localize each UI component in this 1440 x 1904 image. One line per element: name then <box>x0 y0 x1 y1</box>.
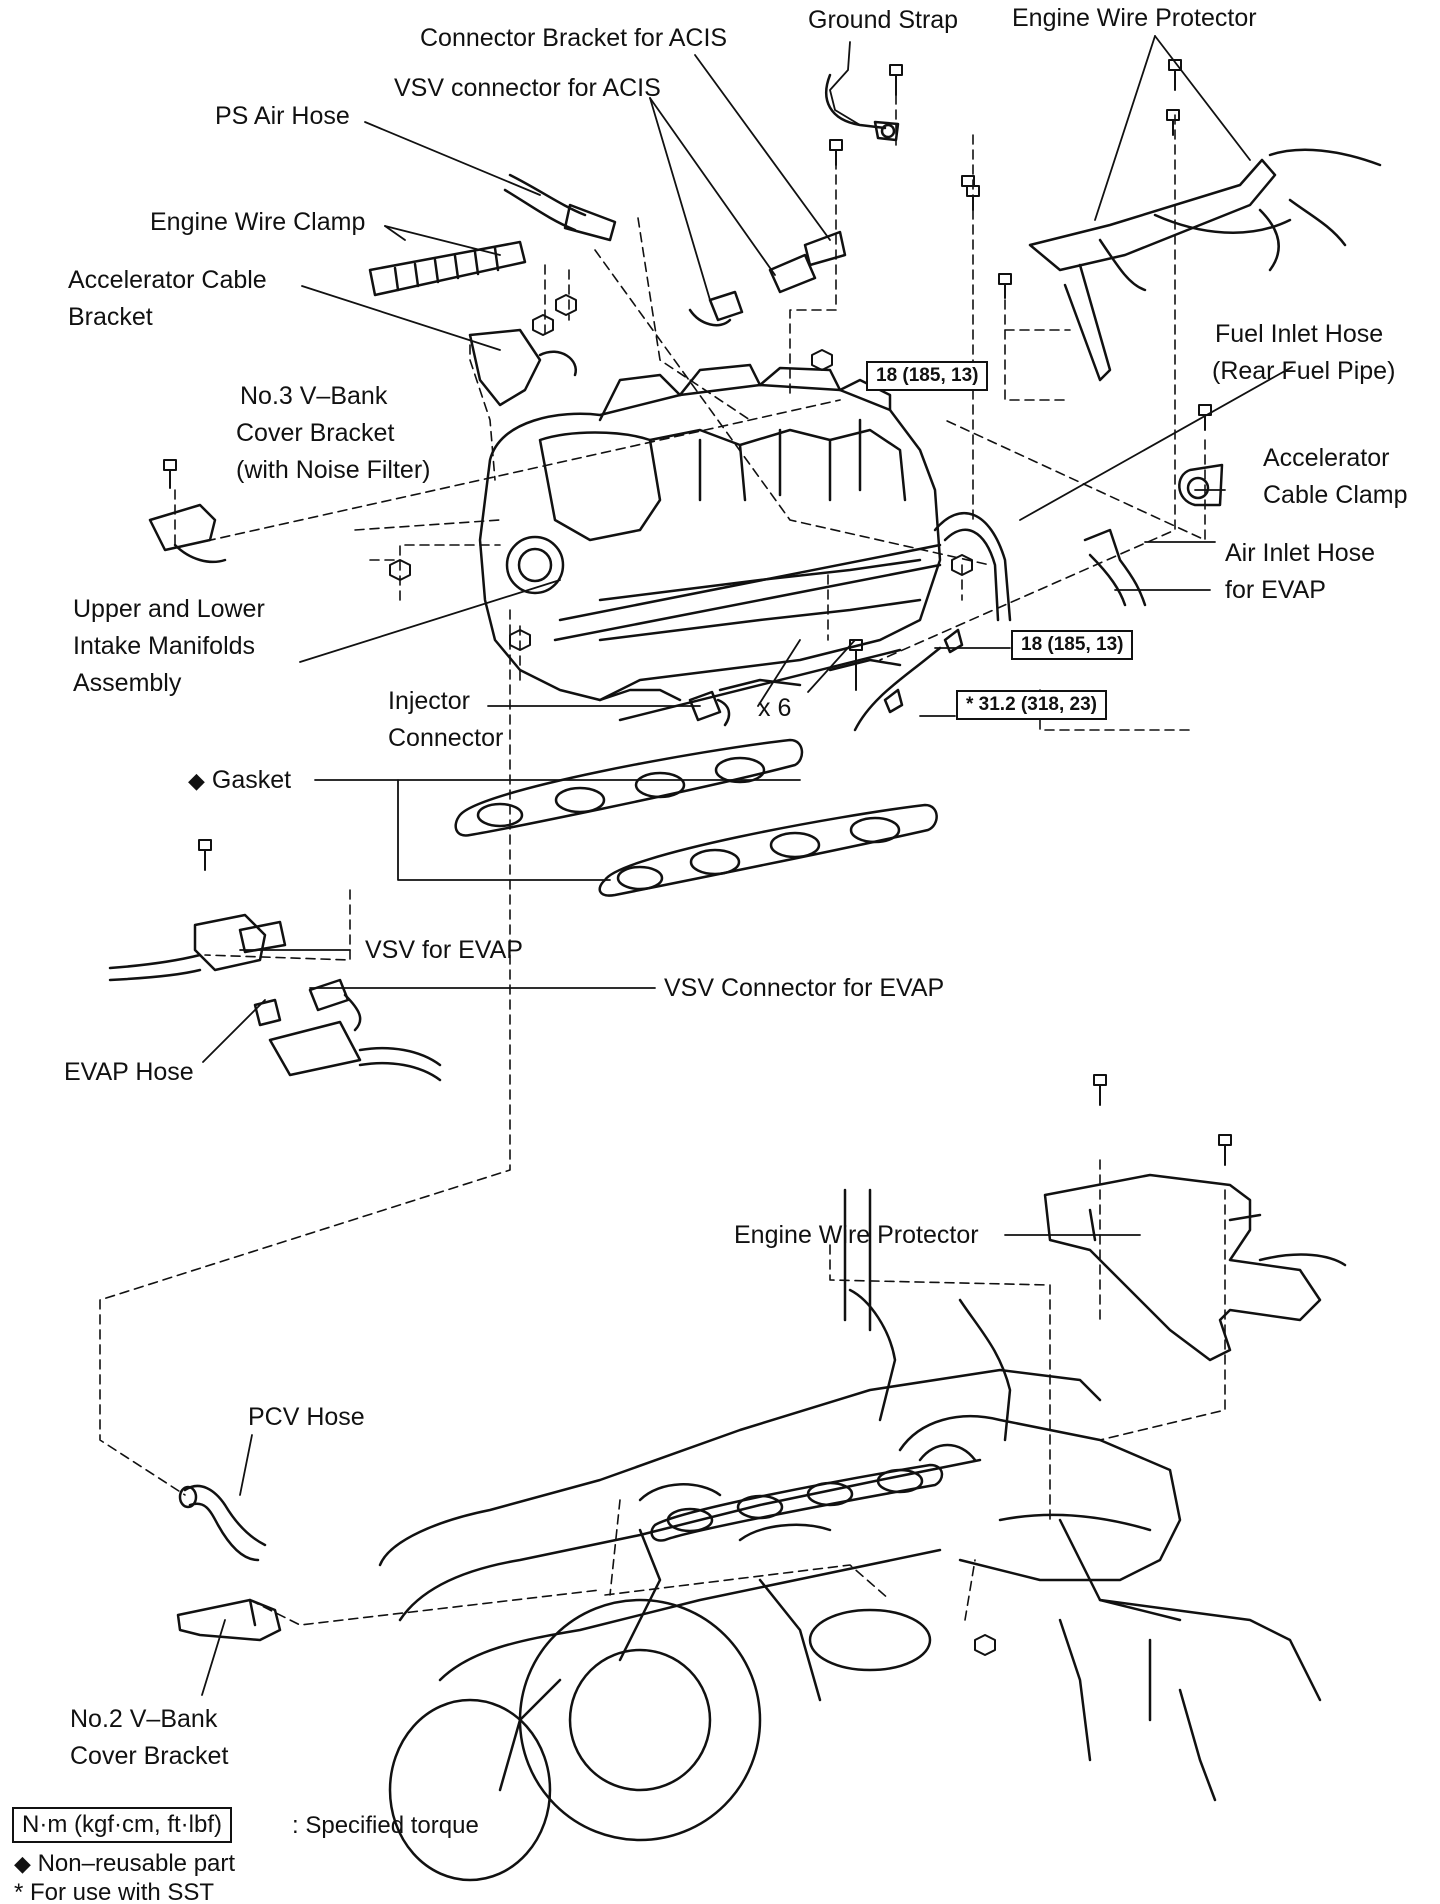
engine-wire-protector-top <box>1028 148 1382 382</box>
engine-wire-protector-bottom <box>1043 1173 1347 1362</box>
leader-lines <box>201 35 1293 1696</box>
injector-connector <box>688 690 731 727</box>
air-inlet-hose-evap-label-line2: for EVAP <box>1225 576 1326 604</box>
accelerator-cable-bracket-label-line2: Bracket <box>68 303 153 331</box>
fuel-inlet-hose-label-line1: Fuel Inlet Hose <box>1215 320 1384 348</box>
no3-vbank-label-line3: (with Noise Filter) <box>236 456 431 484</box>
torque-spec-3: * 31.2 (318, 23) <box>956 690 1107 720</box>
fuel-inlet-hose <box>933 512 1012 622</box>
torque-spec-1: 18 (185, 13) <box>866 361 989 391</box>
no3-vbank-label-line2: Cover Bracket <box>236 419 395 447</box>
ground-strap <box>825 73 900 142</box>
legend-non-reusable: ◆ Non–reusable part <box>14 1850 236 1877</box>
pcv-hose <box>178 1484 267 1562</box>
vsv-connector-acis-label: VSV connector for ACIS <box>394 74 661 102</box>
intake-manifolds-label-line2: Intake Manifolds <box>73 632 256 660</box>
connector-bracket-acis-label: Connector Bracket for ACIS <box>420 24 728 52</box>
vsv-connector-evap-label: VSV Connector for EVAP <box>664 974 945 1002</box>
no2-vbank-cover-bracket <box>176 1598 282 1642</box>
accelerator-cable-bracket <box>468 328 577 407</box>
air-inlet-hose-evap-label-line1: Air Inlet Hose <box>1225 539 1376 567</box>
non-reusable-diamond-icon: ◆ <box>188 768 205 793</box>
no2-vbank-label-line1: No.2 V–Bank <box>70 1705 218 1733</box>
engine-wire-clamp <box>368 240 527 297</box>
gasket-label: ◆ Gasket <box>188 766 292 794</box>
pcv-hose-label: PCV Hose <box>248 1403 365 1431</box>
block-gasket <box>650 1463 944 1542</box>
intake-manifolds-label-line1: Upper and Lower <box>73 595 265 623</box>
non-reusable-diamond-icon: ◆ <box>14 1851 31 1876</box>
bolt-count-label: x 6 <box>758 694 792 722</box>
vsv-evap-label: VSV for EVAP <box>365 936 523 964</box>
assembly-dashed-lines <box>99 94 1226 1626</box>
vsv-connector-acis <box>688 230 847 327</box>
engine-wire-protector-bottom-label: Engine Wire Protector <box>734 1221 979 1249</box>
accelerator-cable-clamp <box>1178 463 1224 507</box>
engine-block <box>378 1188 1322 1882</box>
nuts <box>389 294 996 1656</box>
engine-wire-protector-top-label: Engine Wire Protector <box>1012 4 1257 32</box>
accelerator-cable-bracket-label-line1: Accelerator Cable <box>68 266 267 294</box>
injector-connector-label-line2: Connector <box>388 724 504 752</box>
gaskets <box>454 738 938 897</box>
accelerator-cable-clamp-label-line1: Accelerator <box>1263 444 1390 472</box>
intake-manifolds-label-line3: Assembly <box>73 669 182 697</box>
evap-hose <box>253 998 442 1082</box>
vsv-evap <box>108 913 362 1032</box>
legend-unit-description: : Specified torque <box>292 1812 479 1839</box>
torque-spec-2: 18 (185, 13) <box>1011 630 1134 660</box>
legend-sst: * For use with SST <box>14 1879 215 1904</box>
engine-wire-clamp-label: Engine Wire Clamp <box>150 208 366 236</box>
accelerator-cable-clamp-label-line2: Cable Clamp <box>1263 481 1408 509</box>
ps-air-hose <box>503 173 617 242</box>
fuel-line <box>853 628 964 732</box>
injector-connector-label-line1: Injector <box>388 687 470 715</box>
bolts-top <box>163 59 1232 1166</box>
evap-hose-label: EVAP Hose <box>64 1058 194 1086</box>
no2-vbank-label-line2: Cover Bracket <box>70 1742 229 1770</box>
air-inlet-hose-evap <box>1083 528 1147 607</box>
intake-manifold-assembly <box>478 363 942 722</box>
ps-air-hose-label: PS Air Hose <box>215 102 350 130</box>
no3-vbank-label-line1: No.3 V–Bank <box>240 382 388 410</box>
ground-strap-label: Ground Strap <box>808 6 959 34</box>
legend-unit-box: N·m (kgf·cm, ft·lbf) <box>12 1807 232 1843</box>
no3-vbank-cover-bracket <box>148 503 227 564</box>
fuel-inlet-hose-label-line2: (Rear Fuel Pipe) <box>1212 357 1396 385</box>
